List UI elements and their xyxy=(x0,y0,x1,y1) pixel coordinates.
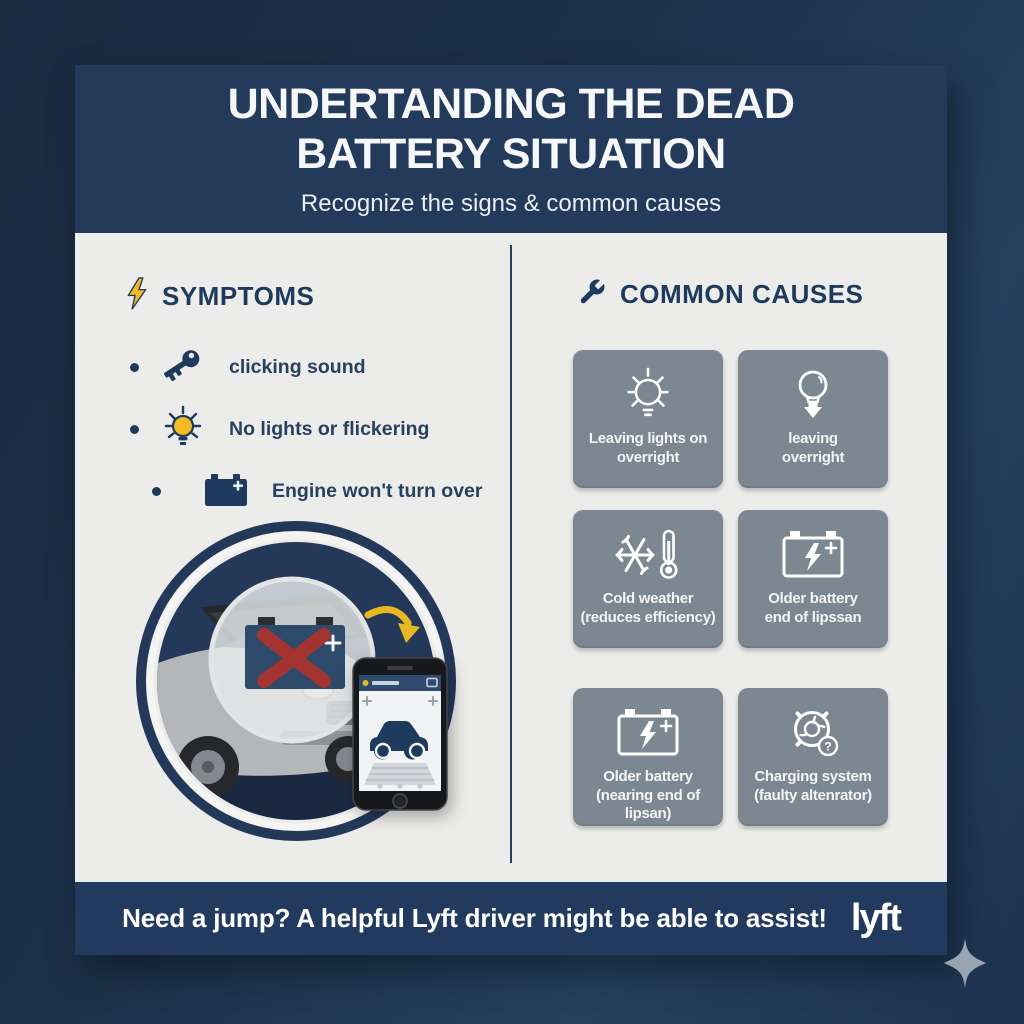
cause-label: Charging system (faulty altenrator) xyxy=(754,768,872,804)
cause-card: leaving overright xyxy=(738,350,888,488)
lightbulb-off-icon xyxy=(788,362,838,428)
cause-card: Older battery end of lipssan xyxy=(738,510,888,648)
svg-text:?: ? xyxy=(824,740,831,754)
wrench-icon xyxy=(577,277,607,312)
jumper-clamp-marks xyxy=(362,696,438,706)
car-battery-bolt-icon xyxy=(612,700,684,766)
column-divider xyxy=(510,245,512,863)
symptom-label: Engine won't turn over xyxy=(272,479,483,502)
cause-label: Older battery end of lipssan xyxy=(764,590,862,626)
bullet-dot xyxy=(151,486,161,496)
bullet-dot-wrap xyxy=(130,467,182,515)
footer-banner: Need a jump? A helpful Lyft driver might… xyxy=(75,882,947,955)
bullet-dot xyxy=(130,362,139,372)
symptom-label: No lights or flickering xyxy=(229,417,430,440)
infographic-panel: UNDERTANDING THE DEAD BATTERY SITUATION … xyxy=(75,65,947,955)
lightbulb-icon xyxy=(157,405,209,453)
rideshare-app-phone xyxy=(352,657,448,811)
thermometer xyxy=(659,529,678,579)
causes-heading: COMMON CAUSES xyxy=(577,277,863,312)
cause-label: Cold weather (reduces efficiency) xyxy=(580,590,716,626)
battery-magnifier xyxy=(208,576,376,744)
header-band: UNDERTANDING THE DEAD BATTERY SITUATION … xyxy=(75,65,947,233)
cause-label: Leaving lights on overright xyxy=(588,430,708,466)
sparkle-icon xyxy=(943,937,987,989)
dead-battery-car-illustration xyxy=(136,521,456,841)
cause-label: Older battery (nearing end of lipsan) xyxy=(596,768,700,823)
lightning-bolt-icon xyxy=(125,277,149,315)
arrow-to-phone-icon xyxy=(364,606,420,643)
snowflake xyxy=(615,535,655,575)
symptom-item: No lights or flickering xyxy=(130,403,429,455)
symptom-item: clicking sound xyxy=(130,341,366,393)
car-battery-icon xyxy=(200,467,252,515)
subtitle: Recognize the signs & common causes xyxy=(300,189,722,217)
car-battery-bolt-icon xyxy=(777,522,849,588)
cause-card: Cold weather (reduces efficiency) xyxy=(573,510,723,648)
symptom-item: Engine won't turn over xyxy=(130,465,482,517)
title-line2: BATTERY SITUATION xyxy=(296,130,726,178)
snowflake-thermometer-icon xyxy=(612,522,684,588)
symptom-label: clicking sound xyxy=(229,355,366,378)
cause-card: Older battery (nearing end of lipsan) xyxy=(573,688,723,826)
alternator-question-icon: ? xyxy=(782,700,844,766)
lyft-logo: lyft xyxy=(850,897,902,939)
road-graphic xyxy=(364,763,436,785)
car-icon xyxy=(370,721,428,760)
red-x-mark xyxy=(257,628,331,688)
footer-message: Need a jump? A helpful Lyft driver might… xyxy=(122,903,827,933)
cause-label: leaving overright xyxy=(781,430,845,466)
lightbulb-rays-icon xyxy=(617,362,679,428)
symptoms-heading: SYMPTOMS xyxy=(125,277,314,315)
title-line1: UNDERTANDING THE DEAD xyxy=(227,80,795,129)
cause-card: ? Charging system (faulty altenrator) xyxy=(738,688,888,826)
content-area: SYMPTOMS clicking so xyxy=(75,233,947,882)
bullet-dot xyxy=(130,424,139,434)
car-key-icon xyxy=(157,343,209,391)
symptoms-heading-label: SYMPTOMS xyxy=(162,280,315,311)
causes-heading-label: COMMON CAUSES xyxy=(620,279,864,309)
cause-card: Leaving lights on overright xyxy=(573,350,723,488)
